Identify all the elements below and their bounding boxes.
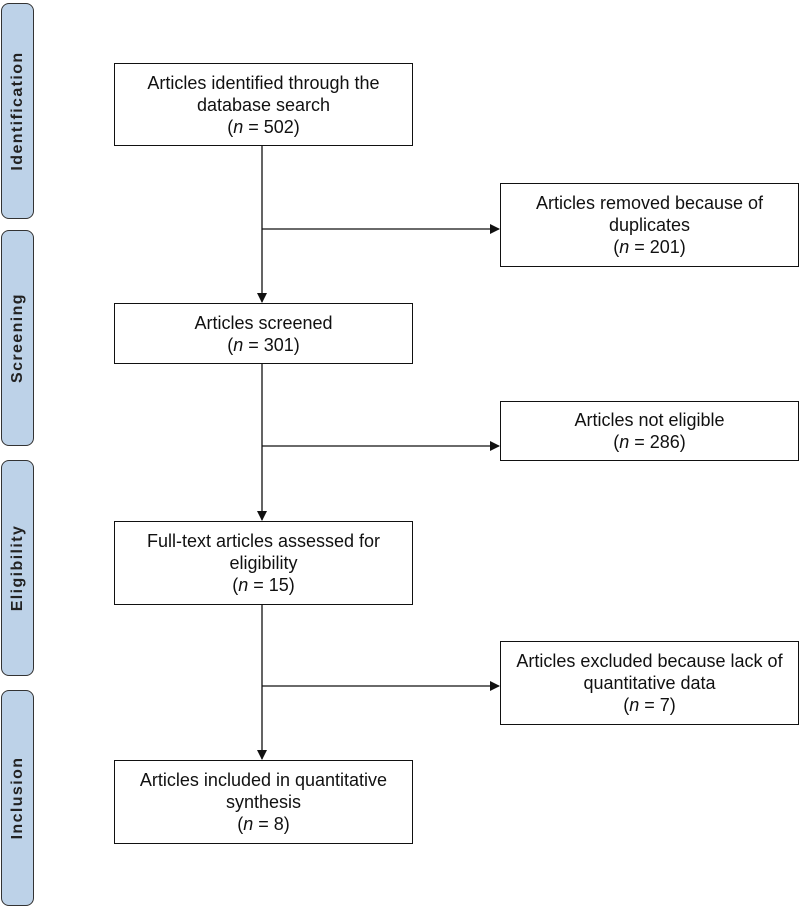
n-label: n <box>238 575 249 595</box>
n-label: n <box>233 116 244 137</box>
box-excluded-text: Articles excluded because lack of quanti… <box>516 651 783 693</box>
box-identified-count: (n = 502) <box>227 116 300 137</box>
count-value: = 301 <box>243 334 294 355</box>
box-excluded-count: (n = 7) <box>623 695 676 715</box>
count-value: = 286 <box>629 432 680 452</box>
stage-eligibility: Eligibility <box>1 460 34 676</box>
box-screened-count: (n = 301) <box>227 334 300 355</box>
box-articles-not-eligible: Articles not eligible (n = 286) <box>500 401 799 461</box>
box-articles-included: Articles included in quantitative synthe… <box>114 760 413 844</box>
stage-inclusion: Inclusion <box>1 690 34 906</box>
box-included-text: Articles included in quantitative synthe… <box>139 770 388 812</box>
box-articles-duplicates: Articles removed because of duplicates (… <box>500 183 799 267</box>
stage-inclusion-label: Inclusion <box>8 756 26 840</box>
count-value: = 7 <box>639 695 670 715</box>
stage-identification: Identification <box>1 3 34 219</box>
box-articles-identified: Articles identified through the database… <box>114 63 413 146</box>
box-fulltext-assessed: Full-text articles assessed for eligibil… <box>114 521 413 605</box>
n-label: n <box>233 334 244 355</box>
box-articles-screened: Articles screened (n = 301) <box>114 303 413 364</box>
stage-screening: Screening <box>1 230 34 446</box>
box-duplicates-text: Articles removed because of duplicates <box>535 193 764 235</box>
box-included-count: (n = 8) <box>237 814 290 834</box>
count-value: = 15 <box>248 575 289 595</box>
box-not-eligible-count: (n = 286) <box>613 432 686 452</box>
n-label: n <box>619 237 630 257</box>
box-articles-excluded: Articles excluded because lack of quanti… <box>500 641 799 725</box>
count-value: = 502 <box>243 116 294 137</box>
count-value: = 8 <box>253 814 284 834</box>
stage-screening-label: Screening <box>8 293 26 383</box>
n-label: n <box>629 695 640 715</box>
stage-identification-label: Identification <box>8 51 26 171</box>
box-fulltext-count: (n = 15) <box>232 575 295 595</box>
box-screened-text: Articles screened <box>194 312 333 333</box>
box-fulltext-text: Full-text articles assessed for eligibil… <box>146 531 381 573</box>
n-label: n <box>243 814 254 834</box>
n-label: n <box>619 432 630 452</box>
stage-eligibility-label: Eligibility <box>8 524 26 612</box>
box-duplicates-count: (n = 201) <box>613 237 686 257</box>
box-identified-text: Articles identified through the database… <box>147 72 380 115</box>
count-value: = 201 <box>629 237 680 257</box>
box-not-eligible-text: Articles not eligible <box>574 410 725 430</box>
